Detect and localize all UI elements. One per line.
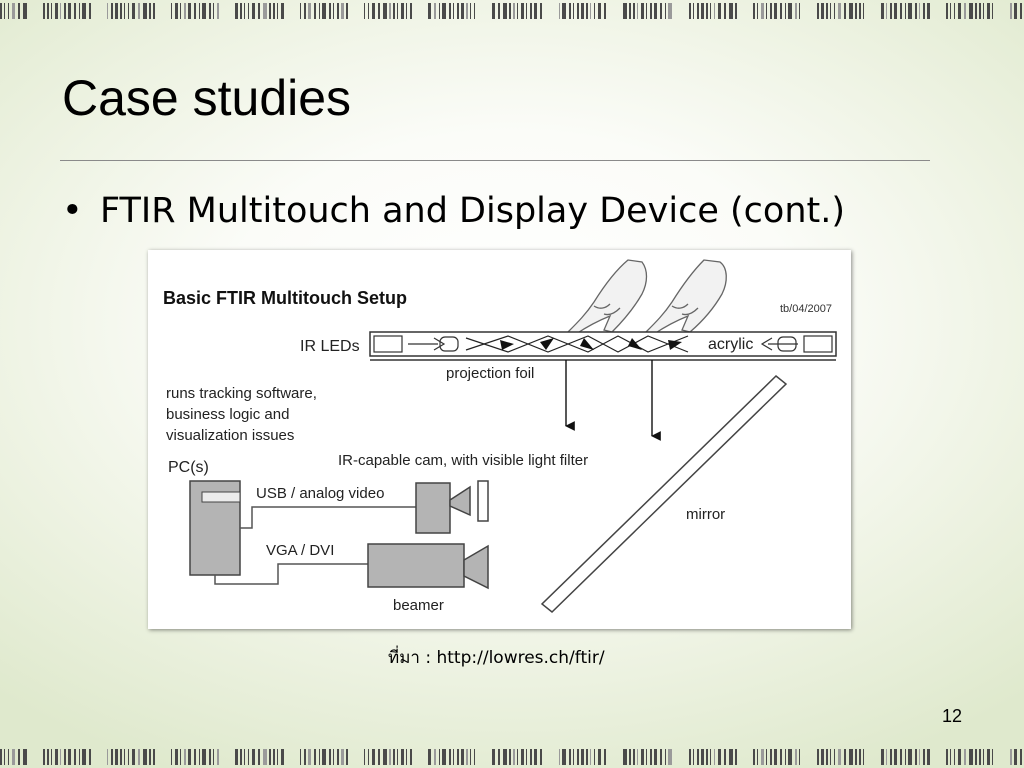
light-reflection-paths (465, 335, 689, 353)
hand-right-icon (644, 259, 727, 335)
ir-led-left-icon (373, 335, 459, 353)
diagram-title: Basic FTIR Multitouch Setup (163, 288, 407, 308)
source-caption: ที่มา : http://lowres.ch/ftir/ (388, 648, 605, 668)
label-pc: PC(s) (168, 459, 209, 476)
bullet-text: FTIR Multitouch and Display Device (cont… (100, 191, 846, 231)
top-decorative-barcode (0, 3, 1022, 19)
ftir-setup-diagram: Basic FTIR Multitouch Setup tb/04/2007 (148, 250, 851, 629)
usb-cable (240, 506, 416, 529)
reflection-arrowheads (500, 338, 682, 350)
pc-description-line1: runs tracking software, (166, 385, 317, 402)
beamer-icon (367, 543, 489, 590)
label-usb: USB / analog video (256, 485, 384, 502)
pc-description-line3: visualization issues (166, 427, 294, 444)
label-vga: VGA / DVI (266, 542, 334, 559)
label-camera: IR-capable cam, with visible light filte… (338, 452, 588, 469)
pc-description-line2: business logic and (166, 406, 289, 423)
label-ir-leds: IR LEDs (300, 338, 360, 355)
label-beamer: beamer (393, 597, 444, 614)
slide-title: Case studies (62, 70, 352, 126)
hand-left-icon (566, 259, 648, 335)
label-projection-foil: projection foil (446, 365, 534, 382)
bottom-decorative-barcode (0, 749, 1022, 765)
label-mirror: mirror (686, 506, 725, 523)
title-divider (60, 160, 930, 161)
bullet-dot-icon: • (62, 191, 83, 231)
page-number: 12 (942, 706, 963, 726)
ir-led-right-icon (760, 335, 833, 353)
bullet-item: • FTIR Multitouch and Display Device (con… (62, 188, 845, 234)
pc-tower-icon (189, 480, 241, 576)
label-acrylic: acrylic (708, 336, 753, 353)
diagram-credit: tb/04/2007 (780, 303, 832, 315)
ir-camera-icon (415, 480, 489, 534)
vga-cable (214, 563, 368, 585)
mirror-shape (540, 375, 788, 613)
